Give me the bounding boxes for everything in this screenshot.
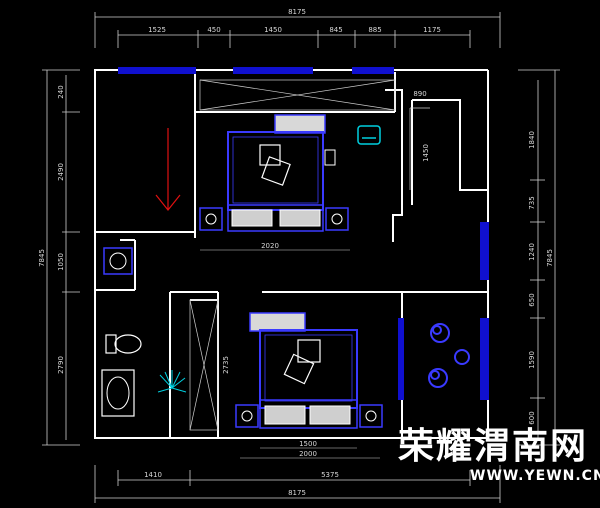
windows — [118, 67, 489, 400]
dimension-lines — [42, 12, 560, 503]
dim-bed-lower-b: 2000 — [299, 450, 317, 458]
dim-top-seg-6: 1175 — [423, 26, 441, 34]
direction-arrow-icon — [155, 128, 181, 211]
dim-left-total: 7845 — [38, 249, 46, 267]
lounge-chairs-icon — [428, 323, 470, 388]
dim-bed-upper: 2020 — [261, 242, 279, 250]
dim-right-seg-1: 1840 — [528, 131, 536, 149]
chair-icon — [357, 125, 381, 145]
dim-right-total: 7845 — [546, 249, 554, 267]
dim-top-seg-1: 1525 — [148, 26, 166, 34]
closet-markings — [189, 79, 430, 431]
dim-left-seg-4: 2790 — [57, 356, 65, 374]
dim-right-seg-3: 1240 — [528, 243, 536, 261]
bed-lower — [235, 312, 383, 429]
bed-lower-dim — [240, 447, 380, 459]
sink-icon — [101, 369, 135, 417]
dim-bed-lower-a: 1500 — [299, 440, 317, 448]
dim-bed-lower-height: 2735 — [222, 356, 230, 374]
dim-right-seg-5: 1590 — [528, 351, 536, 369]
dim-top-total: 8175 — [288, 8, 306, 16]
watermark-url: WWW.YEWN.CN — [470, 468, 600, 484]
dim-left-seg-3: 1050 — [57, 253, 65, 271]
watermark-chinese: 荣耀渭南网 — [398, 426, 588, 467]
dim-top-seg-3: 1450 — [264, 26, 282, 34]
bed-upper — [199, 114, 349, 232]
dim-top-seg-2: 450 — [207, 26, 220, 34]
dim-left-seg-2: 2490 — [57, 163, 65, 181]
dim-top-seg-4: 845 — [329, 26, 342, 34]
dim-right-seg-4: 650 — [528, 293, 536, 306]
dim-bottom-seg-2: 5375 — [321, 471, 339, 479]
dim-closet-upper: 890 — [413, 90, 426, 98]
dim-top-seg-5: 885 — [368, 26, 381, 34]
dim-closet-upper-height: 1450 — [422, 144, 430, 162]
dim-left-seg-1: 240 — [57, 85, 65, 98]
washing-machine-icon — [103, 247, 133, 275]
dim-right-seg-2: 735 — [528, 196, 536, 209]
dim-bottom-total: 8175 — [288, 489, 306, 497]
plant-icon — [157, 370, 187, 393]
dim-right-seg-6: 600 — [528, 411, 536, 424]
dim-bottom-seg-1: 1410 — [144, 471, 162, 479]
toilet-icon — [105, 334, 142, 354]
site-watermark: 荣耀渭南网 WWW.YEWN.CN — [398, 426, 600, 484]
